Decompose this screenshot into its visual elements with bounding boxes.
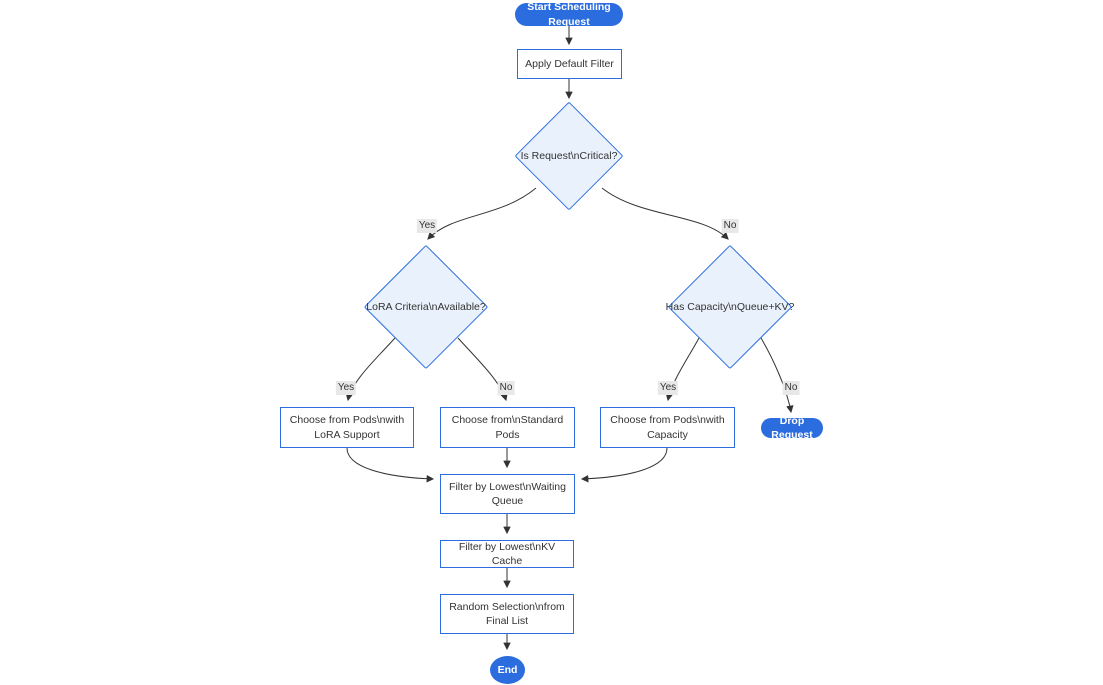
node-lora-criteria-available: LoRA Criteria\nAvailable? — [363, 244, 489, 370]
edge-label-lora-yes: Yes — [335, 381, 357, 395]
edge-chooselora-filterqueue — [346, 447, 435, 483]
edge-critical-yes-lora — [427, 187, 537, 240]
node-drop-request: Drop Request — [761, 415, 823, 441]
node-random-selection: Random Selection\nfrom Final List — [440, 594, 574, 634]
node-end: End — [490, 656, 525, 684]
node-has-capacity-label: Has Capacity\nQueue+KV? — [665, 300, 795, 313]
node-choose-lora-pods-label: Choose from Pods\nwith LoRA Support — [289, 414, 405, 441]
node-has-capacity: Has Capacity\nQueue+KV? — [666, 244, 794, 370]
node-apply-default-filter-label: Apply Default Filter — [525, 57, 614, 70]
node-choose-standard-pods: Choose from\nStandard Pods — [440, 407, 575, 448]
edge-label-critical-no: No — [721, 219, 739, 233]
node-start-label: Start Scheduling Request — [527, 1, 611, 28]
node-apply-default-filter: Apply Default Filter — [517, 49, 622, 79]
node-random-selection-label: Random Selection\nfrom Final List — [449, 600, 565, 627]
node-filter-kv-cache-label: Filter by Lowest\nKV Cache — [458, 540, 556, 567]
node-start: Start Scheduling Request — [515, 1, 623, 28]
node-choose-capacity-pods-label: Choose from Pods\nwith Capacity — [610, 414, 725, 441]
edge-choosecap-filterqueue — [580, 447, 668, 483]
node-end-label: End — [497, 663, 518, 676]
node-filter-kv-cache: Filter by Lowest\nKV Cache — [440, 540, 574, 568]
node-lora-criteria-available-label: LoRA Criteria\nAvailable? — [366, 300, 486, 313]
node-choose-standard-pods-label: Choose from\nStandard Pods — [451, 414, 564, 441]
node-filter-waiting-queue-label: Filter by Lowest\nWaiting Queue — [449, 480, 566, 507]
edge-capacity-no-drop — [760, 337, 794, 414]
node-filter-waiting-queue: Filter by Lowest\nWaiting Queue — [440, 474, 575, 514]
node-choose-lora-pods: Choose from Pods\nwith LoRA Support — [280, 407, 414, 448]
edge-label-capacity-yes: Yes — [657, 381, 679, 395]
edge-label-lora-no: No — [497, 381, 515, 395]
edge-label-critical-yes: Yes — [416, 219, 438, 233]
node-is-request-critical-label: Is Request\nCritical? — [520, 149, 618, 162]
node-choose-capacity-pods: Choose from Pods\nwith Capacity — [600, 407, 735, 448]
node-drop-request-label: Drop Request — [771, 414, 813, 441]
edge-label-capacity-no: No — [782, 381, 800, 395]
edge-critical-no-capacity — [601, 187, 729, 240]
node-is-request-critical: Is Request\nCritical? — [514, 101, 624, 211]
